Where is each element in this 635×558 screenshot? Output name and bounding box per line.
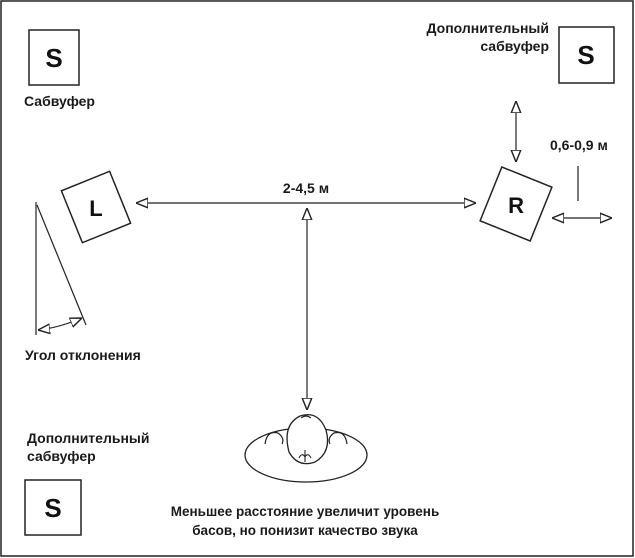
toe-angle-arc-arrow bbox=[38, 318, 82, 330]
subwoofer-box: S bbox=[28, 29, 80, 86]
left-speaker: L bbox=[60, 170, 132, 244]
extra-subwoofer-top-box: S bbox=[558, 26, 615, 84]
wall-distance-label: 0,6-0,9 м bbox=[550, 137, 608, 153]
extra-subwoofer-bottom-label-line1: Дополнительный bbox=[27, 430, 149, 446]
extra-subwoofer-bottom-box: S bbox=[24, 479, 82, 536]
toe-angle-slanted-line bbox=[36, 204, 87, 326]
extra-subwoofer-bottom-letter: S bbox=[44, 493, 61, 523]
extra-subwoofer-top-label-line2: сабвуфер bbox=[480, 38, 549, 54]
toe-angle-label: Угол отклонения bbox=[25, 347, 141, 363]
lr-distance-label: 2-4,5 м bbox=[283, 180, 329, 196]
subwoofer-letter: S bbox=[45, 43, 62, 73]
extra-subwoofer-bottom-label-line2: сабвуфер bbox=[27, 448, 96, 464]
left-speaker-letter: L bbox=[89, 196, 102, 221]
extra-subwoofer-top-letter: S bbox=[577, 40, 594, 70]
right-speaker-letter: R bbox=[508, 193, 524, 218]
right-speaker: R bbox=[479, 166, 553, 242]
subwoofer-label: Сабвуфер bbox=[24, 93, 95, 109]
listener-figure bbox=[244, 413, 368, 483]
note-line-2: басов, но понизит качество звука bbox=[192, 523, 418, 538]
extra-subwoofer-top-label-line1: Дополнительный bbox=[427, 20, 549, 36]
note-line-1: Меньшее расстояние увеличит уровень bbox=[171, 504, 440, 519]
